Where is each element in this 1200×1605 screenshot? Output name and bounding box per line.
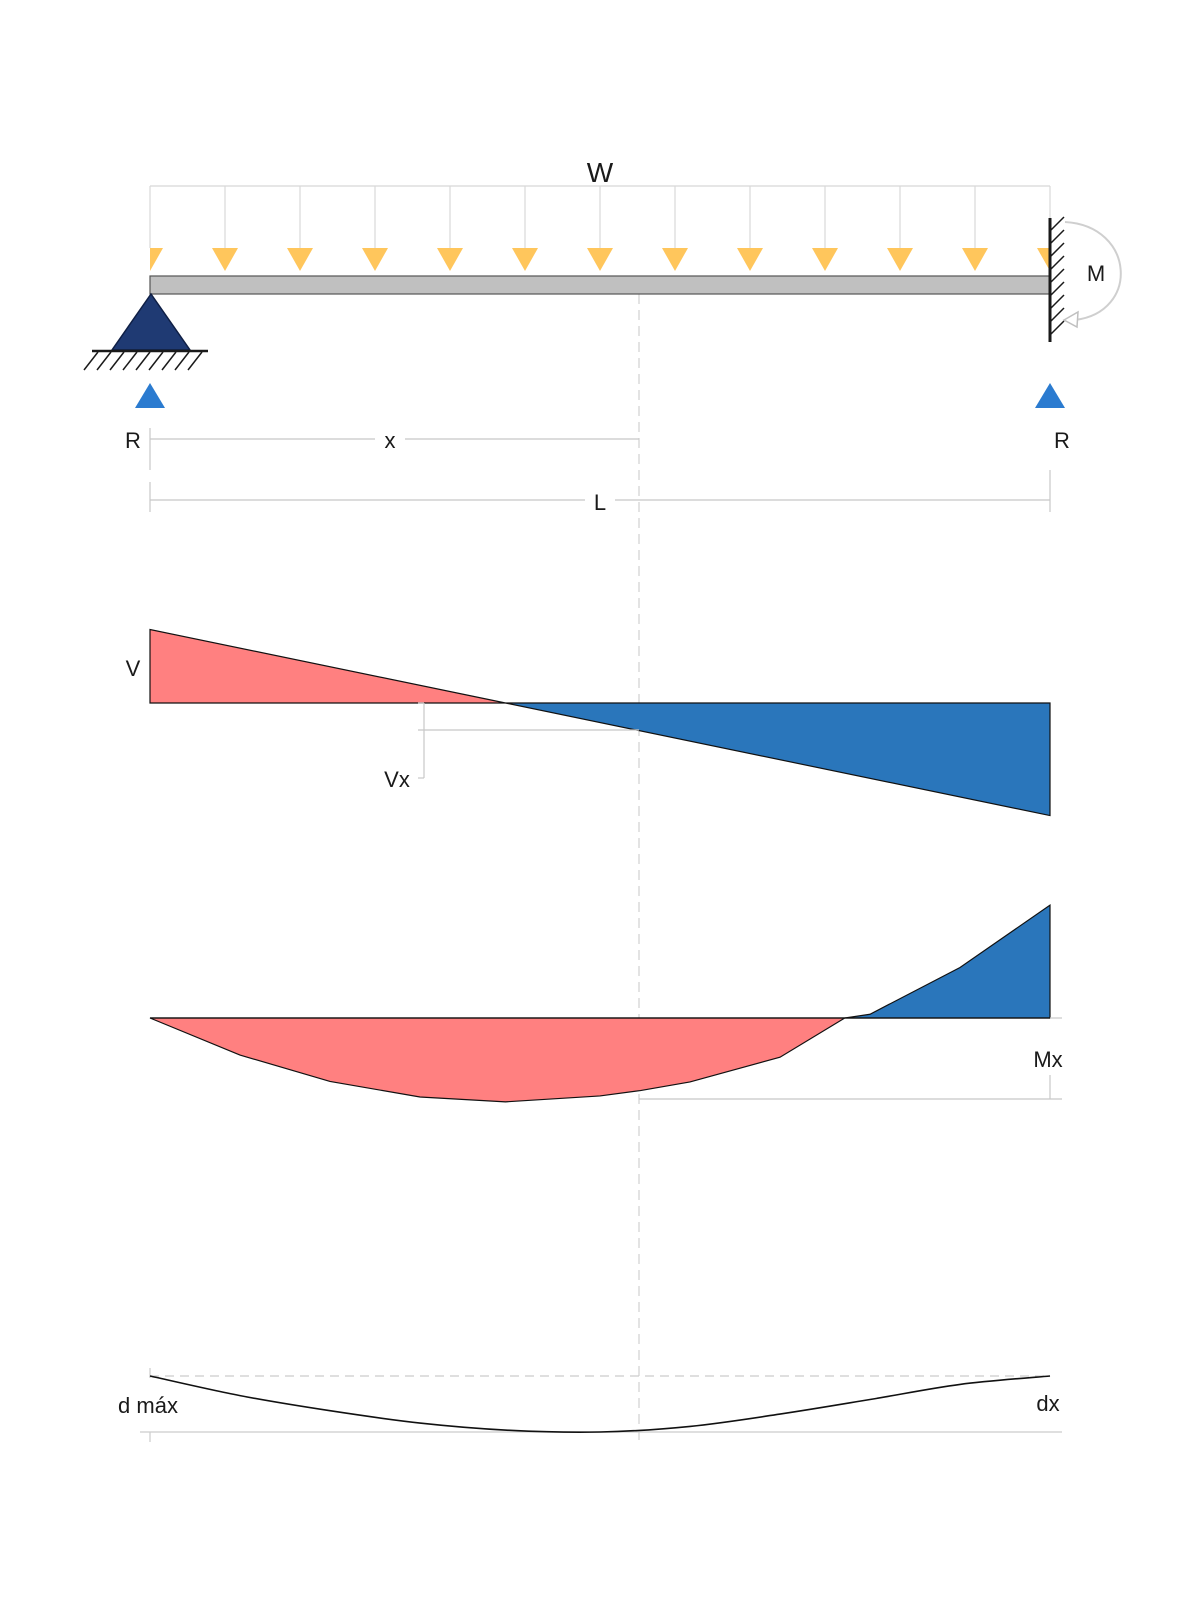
deflection-curve (150, 1376, 1050, 1432)
position-label: x (385, 428, 396, 453)
down-arrow-icon (362, 248, 388, 271)
reaction-right-label: R (1054, 428, 1070, 453)
length-label: L (594, 490, 606, 515)
shear-diagram (150, 629, 1050, 815)
deflection-guides (140, 1368, 1062, 1442)
moment-label: M (1087, 261, 1105, 286)
deflection-diagram (150, 1376, 1050, 1432)
max-deflection-label: d máx (118, 1393, 178, 1418)
down-arrow-icon (437, 248, 463, 271)
moment-diagram (150, 905, 1050, 1102)
beam (150, 276, 1050, 294)
down-arrow-icon (150, 248, 163, 271)
down-arrow-icon (212, 248, 238, 271)
moment-at-x-label: Mx (1033, 1047, 1062, 1072)
load-label: W (587, 157, 614, 188)
reaction-left-up-arrow-icon (135, 383, 165, 408)
shear-positive-area (150, 630, 506, 703)
moment-sagging-area (150, 1018, 845, 1102)
load-group: W (150, 157, 1050, 271)
load-arrows (150, 186, 1050, 271)
shear-negative-area (506, 703, 1051, 816)
moment-hogging-area (845, 905, 1050, 1018)
down-arrow-icon (587, 248, 613, 271)
down-arrow-icon (662, 248, 688, 271)
shear-at-x-label: Vx (384, 767, 410, 792)
reaction-right-up-arrow-icon (1035, 383, 1065, 408)
fixed-wall-icon (1050, 217, 1064, 342)
down-arrow-icon (512, 248, 538, 271)
down-arrow-icon (887, 248, 913, 271)
pin-support-icon (84, 294, 208, 370)
down-arrow-icon (287, 248, 313, 271)
reaction-left-label: R (125, 428, 141, 453)
down-arrow-icon (1037, 248, 1050, 271)
down-arrow-icon (962, 248, 988, 271)
down-arrow-icon (812, 248, 838, 271)
deflection-at-x-label: dx (1036, 1391, 1059, 1416)
shear-label: V (126, 656, 141, 681)
down-arrow-icon (737, 248, 763, 271)
